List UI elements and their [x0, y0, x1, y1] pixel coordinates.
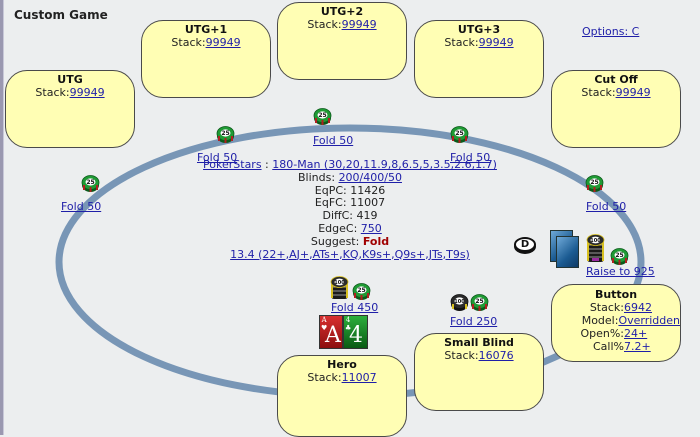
model-label: Model:	[581, 314, 619, 327]
stack-value-link[interactable]: 16076	[478, 349, 514, 362]
eqfc-value: 11007	[350, 196, 386, 210]
call-pct-label: Call%	[593, 340, 624, 353]
blinds-link[interactable]: 200/400/50	[338, 170, 402, 184]
decision-info-panel: PokerStars : 180-Man (30,20,11.9,8,6.5,5…	[190, 158, 510, 261]
stack-label: Stack:	[589, 301, 624, 314]
seat-small-blind[interactable]: Small Blind Stack:16076	[414, 333, 544, 411]
hero-card-1: A♥ A	[319, 315, 343, 349]
card-back-icon	[556, 236, 579, 268]
card-rank: A	[325, 323, 341, 348]
edgec-link[interactable]: 750	[360, 221, 382, 235]
seat-cutoff[interactable]: Cut Off Stack:99949	[551, 70, 681, 148]
seat-utg3[interactable]: UTG+3 Stack:99949	[414, 20, 544, 98]
stack-value-link[interactable]: 99949	[478, 36, 514, 49]
stack-label: Stack:	[35, 86, 70, 99]
action-link-cutoff[interactable]: Fold 50	[586, 200, 627, 213]
chip-25-icon	[450, 125, 469, 144]
chip-100-icon	[450, 293, 469, 312]
structure-link[interactable]: 180-Man (30,20,11.9,8,6.5,5,3.5,2.6,1.7)	[272, 158, 497, 171]
stack-label: Stack:	[307, 371, 342, 384]
blinds-label: Blinds:	[298, 170, 339, 184]
chip-25-icon	[585, 174, 604, 193]
action-link-hero[interactable]: Fold 450	[331, 301, 379, 314]
options-link[interactable]: Options: C	[582, 25, 640, 38]
stack-label: Stack:	[444, 349, 479, 362]
chip-100-stack-icon	[586, 234, 605, 264]
diffc-label: DiffC:	[322, 209, 357, 223]
stack-value-link[interactable]: 6942	[624, 301, 652, 314]
eqpc-value: 11426	[350, 183, 386, 197]
action-link-utg2[interactable]: Fold 50	[313, 134, 354, 147]
game-title: Custom Game	[14, 8, 108, 22]
chip-25-icon	[610, 247, 629, 266]
edgec-label: EdgeC:	[318, 221, 361, 235]
stack-label: Stack:	[581, 86, 616, 99]
seat-name: UTG+2	[320, 5, 364, 18]
eqfc-label: EqFC:	[314, 196, 351, 210]
open-pct-label: Open%:	[580, 327, 624, 340]
stack-label: Stack:	[171, 36, 206, 49]
seat-name: UTG	[57, 73, 83, 86]
suggest-value: Fold	[362, 234, 390, 248]
card-corner: A♥	[321, 316, 328, 332]
seat-utg1[interactable]: UTG+1 Stack:99949	[141, 20, 271, 98]
suggest-label: Suggest:	[310, 234, 363, 248]
stack-value-link[interactable]: 99949	[205, 36, 241, 49]
stack-value-link[interactable]: 11007	[341, 371, 377, 384]
stack-value-link[interactable]: 99949	[341, 18, 377, 31]
chip-25-icon	[313, 107, 332, 126]
seat-utg2[interactable]: UTG+2 Stack:99949	[277, 2, 407, 80]
separator: :	[261, 158, 273, 171]
stack-value-link[interactable]: 99949	[615, 86, 651, 99]
action-link-small-blind[interactable]: Fold 250	[450, 315, 498, 328]
action-link-button[interactable]: Raise to 925	[586, 265, 655, 278]
stack-label: Stack:	[307, 18, 342, 31]
chip-25-icon	[216, 125, 235, 144]
diffc-value: 419	[356, 209, 378, 223]
seat-name: Cut Off	[594, 73, 638, 86]
stack-value-link[interactable]: 99949	[69, 86, 105, 99]
seat-name: Hero	[327, 358, 357, 371]
call-pct-link[interactable]: 7.2+	[624, 340, 651, 353]
chip-100-stack-icon	[330, 276, 349, 301]
seat-hero[interactable]: Hero Stack:11007	[277, 355, 407, 437]
card-corner: 4♣	[345, 316, 352, 332]
range-link[interactable]: 13.4 (22+,AJ+,ATs+,KQ,K9s+,Q9s+,JTs,T9s)	[230, 247, 470, 261]
stack-label: Stack:	[444, 36, 479, 49]
heart-icon: ♥	[321, 324, 328, 332]
chip-25-icon	[81, 174, 100, 193]
eqpc-label: EqPC:	[314, 183, 351, 197]
card-rank: 4	[349, 323, 363, 348]
seat-utg[interactable]: UTG Stack:99949	[5, 70, 135, 148]
window-left-border	[0, 0, 4, 435]
action-link-utg[interactable]: Fold 50	[61, 200, 102, 213]
action-link-utg3[interactable]: Fold 50	[450, 151, 491, 164]
site-link[interactable]: PokerStars	[203, 158, 262, 171]
seat-name: Small Blind	[444, 336, 514, 349]
seat-name: UTG+1	[184, 23, 228, 36]
seat-name: UTG+3	[457, 23, 501, 36]
hero-card-2: 4♣ 4	[343, 315, 368, 349]
chip-25-icon	[470, 293, 489, 312]
action-link-utg1[interactable]: Fold 50	[197, 151, 238, 164]
dealer-button-icon: D	[514, 237, 536, 252]
club-icon: ♣	[345, 324, 352, 332]
chip-25-icon	[352, 282, 371, 301]
seat-button[interactable]: Button Stack:6942 Model:Overridden Open%…	[551, 284, 681, 362]
open-pct-link[interactable]: 24+	[624, 327, 648, 340]
seat-name: Button	[594, 288, 638, 301]
model-value-link[interactable]: Overridden	[618, 314, 680, 327]
